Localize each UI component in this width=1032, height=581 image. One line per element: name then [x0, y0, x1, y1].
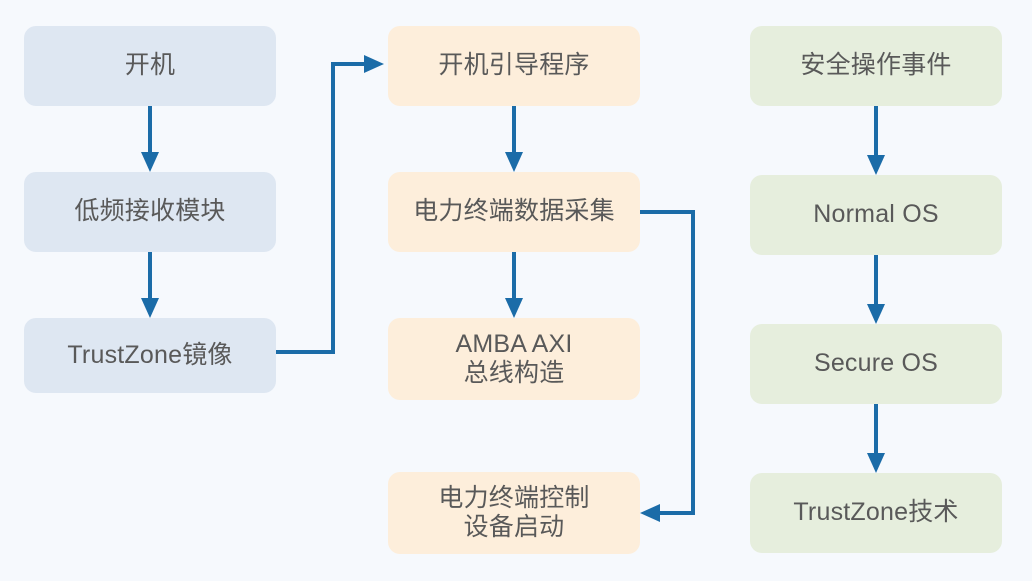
- edge-lowfreq-to-trustzone-image: [141, 252, 159, 318]
- node-normal-os[interactable]: Normal OS: [750, 175, 1002, 255]
- node-secure-os[interactable]: Secure OS: [750, 324, 1002, 404]
- edge-normal-os-to-secure-os: [867, 255, 885, 324]
- edge-data-collect-to-device-start: [640, 210, 695, 522]
- node-low-frequency-receiver-module[interactable]: 低频接收模块: [24, 172, 276, 252]
- edge-boot-to-lowfreq: [141, 106, 159, 172]
- edge-trustzone-image-to-bootloader: [276, 55, 384, 354]
- node-trustzone-technology[interactable]: TrustZone技术: [750, 473, 1002, 553]
- node-power-terminal-data-collection[interactable]: 电力终端数据采集: [388, 172, 640, 252]
- node-amba-axi-bus-structure[interactable]: AMBA AXI 总线构造: [388, 318, 640, 400]
- node-bootloader-program[interactable]: 开机引导程序: [388, 26, 640, 106]
- node-trustzone-image[interactable]: TrustZone镜像: [24, 318, 276, 393]
- node-power-terminal-control-device-start[interactable]: 电力终端控制 设备启动: [388, 472, 640, 554]
- node-security-operation-event[interactable]: 安全操作事件: [750, 26, 1002, 106]
- edge-secure-os-to-trustzone-tech: [867, 404, 885, 473]
- node-boot[interactable]: 开机: [24, 26, 276, 106]
- edge-security-event-to-normal-os: [867, 106, 885, 175]
- edge-bootloader-to-data-collect: [505, 106, 523, 172]
- edge-data-collect-to-amba-axi: [505, 252, 523, 318]
